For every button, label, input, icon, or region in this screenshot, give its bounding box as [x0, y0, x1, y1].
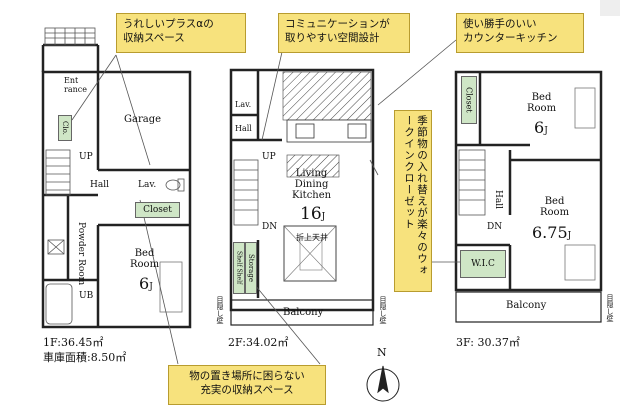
label-ceiling: 折上天井 [296, 233, 328, 242]
floor-1-area: 1F:36.45㎡ [43, 336, 104, 349]
callout-kitchen: 使い勝手のいい カウンターキッチン [456, 13, 584, 53]
label-bed-size-1f: 6J [139, 274, 153, 293]
label-bed-room-3f-a: Bed Room [527, 92, 557, 114]
label-hall-2f: Hall [235, 124, 252, 133]
callout-storage-plus: うれしいプラスαの 収納スペース [116, 13, 246, 53]
ldk-size-value: 16 [300, 204, 322, 224]
label-ldk-size: 16J [300, 204, 325, 224]
label-garage: Garage [124, 114, 162, 125]
label-storage-2f: Storage [247, 254, 255, 282]
label-entrance: Ent rance [64, 76, 87, 94]
ldk-size-unit: J [321, 212, 326, 222]
bed1-size-value: 6 [534, 118, 545, 137]
compass-rose [366, 365, 400, 402]
label-bed-size-3f-a: 6J [534, 118, 548, 137]
bed-size-value-1f: 6 [139, 274, 150, 293]
label-lav-1f: Lav. [138, 180, 157, 190]
parking-area: 車庫面積:8.50㎡ [43, 351, 127, 364]
label-bed-size-3f-b: 6.75J [532, 223, 571, 242]
bed1-size-unit: J [544, 126, 548, 136]
floor-2-area: 2F:34.02㎡ [228, 336, 289, 349]
callout-walk-in-closet: 季節物の入れ替えが楽々のウォークインクローゼット [394, 110, 432, 292]
bed2-size-value: 6.75 [532, 223, 568, 242]
floor-2-walls [229, 68, 375, 312]
label-shelf-2f: Shelf Shelf [235, 251, 243, 285]
floor-3-walls [454, 70, 603, 292]
label-blind-wall-3f: 目隠し壁 [606, 294, 614, 322]
closet-1f: Closet [135, 202, 180, 218]
label-ub: UB [79, 291, 94, 301]
floor-3-area: 3F: 30.37㎡ [456, 336, 520, 349]
shelf-2f: Shelf Shelf [233, 242, 245, 294]
label-closet-1f: Closet [143, 205, 172, 215]
label-up-2f: UP [262, 152, 276, 162]
label-blind-wall-right: 目隠し壁 [379, 296, 387, 324]
label-closet-3f: Closet [464, 87, 474, 113]
label-hall-1f: Hall [90, 180, 109, 190]
label-dn-3f: DN [487, 222, 503, 232]
label-dn-2f: DN [262, 222, 278, 232]
label-bed-room-1f: Bed Room [130, 248, 160, 270]
label-clo: Clo. [61, 121, 69, 135]
compass-north-label: N [377, 346, 387, 359]
bed2-size-unit: J [567, 231, 572, 241]
label-ldk: Living Dining Kitchen [292, 168, 332, 201]
wic-3f: W.I.C [460, 250, 506, 278]
label-lav-2f: Lav. [235, 100, 252, 109]
bed-size-unit-1f: J [149, 282, 153, 292]
callout-storage-bottom: 物の置き場所に困らない 充実の収納スペース [168, 365, 326, 405]
label-balcony-3f: Balcony [506, 300, 547, 311]
closet-3f: Closet [461, 76, 477, 124]
closet-1f-small: Clo. [58, 115, 72, 141]
label-up-1f: UP [79, 152, 93, 162]
label-wic: W.I.C [471, 259, 495, 269]
label-blind-wall-left: 目隠し壁 [216, 296, 224, 324]
label-bed-room-3f-b: Bed Room [540, 196, 570, 218]
storage-2f: Storage [245, 242, 257, 294]
label-balcony-2f: Balcony [283, 307, 324, 318]
label-hall-3f: Hall [493, 190, 503, 209]
callout-communication: コミュニケーションが 取りやすい空間設計 [278, 13, 410, 53]
label-powder-room: Powder Room [76, 222, 86, 286]
